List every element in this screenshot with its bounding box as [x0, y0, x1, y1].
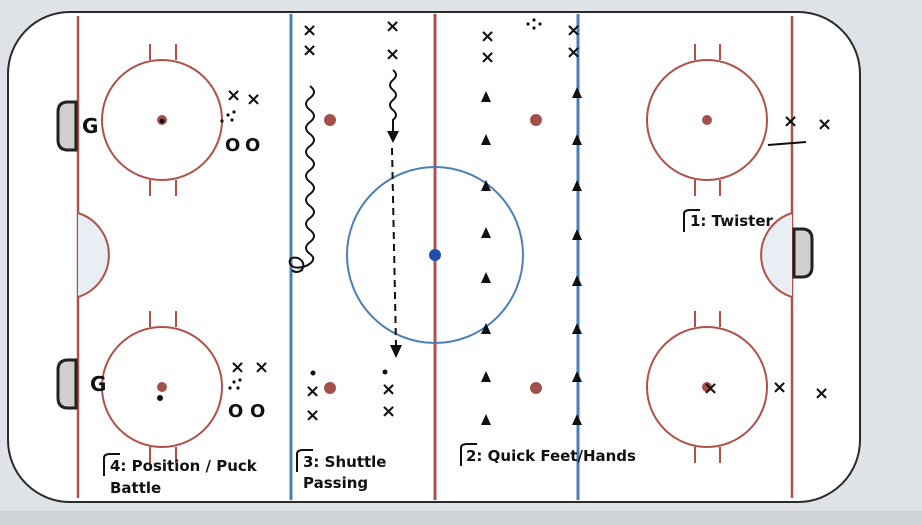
faceoff-circle-left-bottom: [101, 311, 223, 463]
drill-3-arrowhead-bottom: [390, 345, 402, 358]
svg-text:×: ×: [305, 381, 320, 402]
svg-text:×: ×: [381, 401, 396, 422]
drill-4-players: × × O O × × O O: [220, 85, 269, 422]
svg-text:O: O: [250, 401, 265, 422]
right-crease: [760, 212, 793, 298]
drill-2-cones: [481, 87, 582, 425]
faceoff-circle-left-top: [101, 44, 223, 196]
drill-3-pass-line: [391, 147, 397, 346]
svg-text:×: ×: [480, 47, 495, 68]
neutral-dot-left-bottom: [324, 382, 336, 394]
svg-text:×: ×: [302, 40, 317, 61]
center-faceoff-dot: [429, 249, 441, 261]
drill-1-players: × × × × ×: [703, 111, 832, 404]
right-net: [792, 227, 814, 279]
left-top-net: [56, 100, 78, 152]
left-bottom-net: [56, 358, 78, 410]
svg-text:×: ×: [566, 20, 581, 41]
goalie-label-bottom: G: [90, 372, 106, 396]
left-crease: [77, 212, 110, 298]
svg-text:×: ×: [385, 44, 400, 65]
drill-2-players: × × × ×: [480, 18, 581, 68]
svg-text:×: ×: [385, 16, 400, 37]
svg-text:Passing: Passing: [303, 474, 368, 492]
goalie-label-top: G: [82, 114, 98, 138]
svg-text:1: Twister: 1: Twister: [690, 212, 774, 230]
svg-text:×: ×: [305, 405, 320, 426]
faceoff-circle-right-top: [646, 44, 768, 196]
svg-text:×: ×: [817, 114, 832, 135]
svg-text:O: O: [228, 401, 243, 422]
svg-text:3: Shuttle: 3: Shuttle: [303, 453, 386, 471]
svg-text:×: ×: [480, 26, 495, 47]
drill-3-players: × × × × × × × ×: [302, 16, 400, 426]
drill-3-arrowhead-top: [387, 131, 399, 143]
svg-text:×: ×: [566, 42, 581, 63]
bottom-shadow: [0, 511, 922, 525]
svg-text:×: ×: [703, 378, 718, 399]
svg-text:O: O: [245, 135, 260, 156]
svg-text:×: ×: [814, 383, 829, 404]
drill-4-label: 4: Position / Puck Battle: [103, 453, 258, 497]
drill-3-skate-path-left: [288, 85, 315, 273]
svg-text:×: ×: [783, 111, 798, 132]
svg-text:×: ×: [302, 20, 317, 41]
neutral-dot-right-top: [530, 114, 542, 126]
neutral-dot-left-top: [324, 114, 336, 126]
faceoff-circle-right-bottom: [646, 311, 768, 463]
svg-text:×: ×: [226, 85, 241, 106]
drill-1-label: 1: Twister: [683, 209, 774, 232]
svg-text:4: Position / Puck: 4: Position / Puck: [110, 457, 258, 475]
svg-text:O: O: [225, 135, 240, 156]
svg-text:×: ×: [772, 377, 787, 398]
neutral-dot-right-bottom: [530, 382, 542, 394]
svg-text:×: ×: [246, 89, 261, 110]
svg-text:×: ×: [381, 379, 396, 400]
svg-text:Battle: Battle: [110, 479, 161, 497]
svg-text:×: ×: [254, 357, 269, 378]
center-circle: [346, 166, 524, 344]
svg-text:2: Quick Feet/Hands: 2: Quick Feet/Hands: [466, 447, 636, 465]
svg-text:×: ×: [230, 357, 245, 378]
drill-2-label: 2: Quick Feet/Hands: [460, 443, 636, 466]
drill-3-label: 3: Shuttle Passing: [296, 449, 386, 492]
drill-3-skate-path-right: [389, 69, 397, 132]
